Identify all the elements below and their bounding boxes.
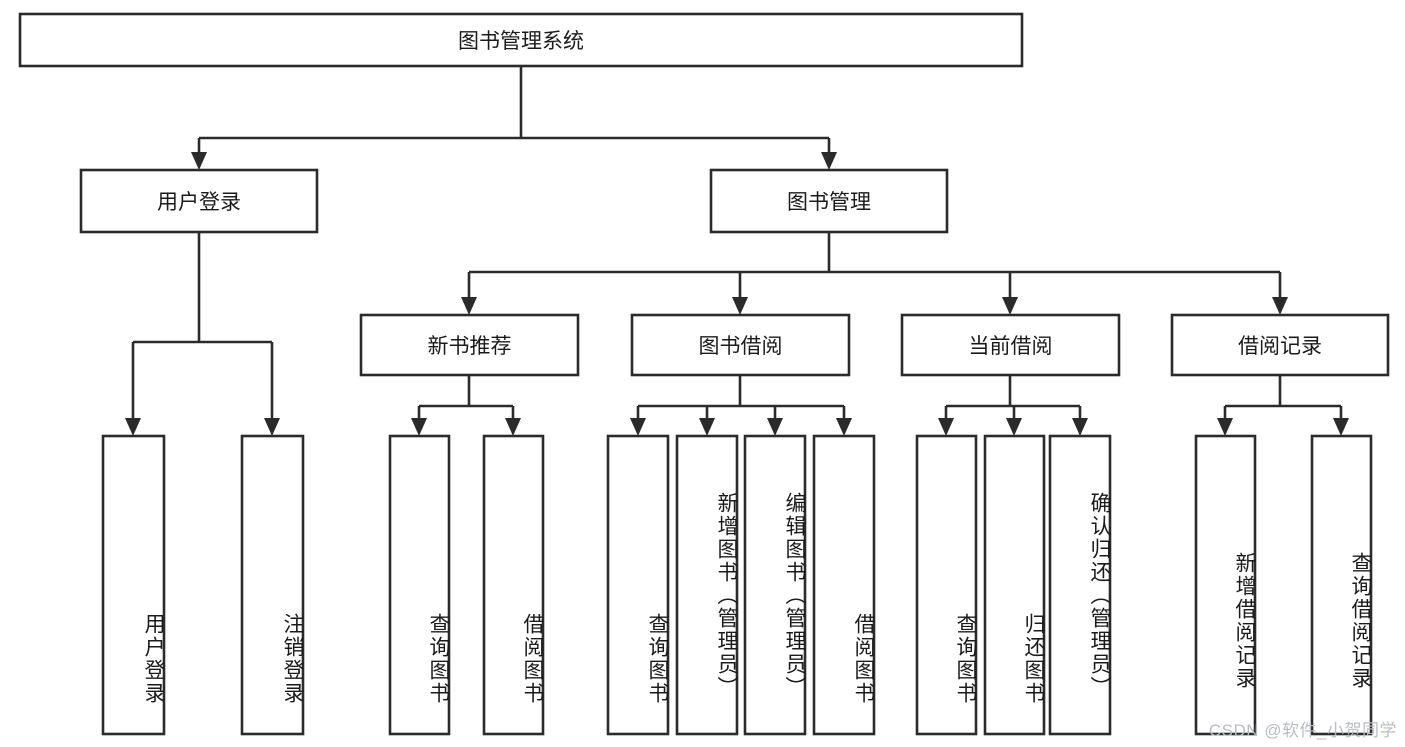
node-leaf-borrow-book-1[interactable] [482, 434, 545, 736]
connector-root-bus [197, 66, 831, 152]
arrow-to-borrow-record [1272, 297, 1288, 315]
connector-book-manage-bus [467, 232, 1282, 297]
arrow-to-new-book-rec [461, 297, 477, 315]
csdn-watermark: CSDN @软件_小贺同学 [1208, 721, 1397, 740]
arrow-to-leaf-edit-book [767, 418, 783, 436]
node-leaf-add-record[interactable] [1194, 434, 1257, 736]
arrow-to-leaf-add-record [1217, 418, 1233, 436]
arrow-to-leaf-query-record [1333, 418, 1349, 436]
node-leaf-query-book-1[interactable] [388, 434, 451, 736]
connector-borrow-record-bus [1223, 375, 1343, 418]
node-leaf-query-record[interactable] [1310, 434, 1373, 736]
node-leaf-edit-book[interactable] [743, 434, 807, 736]
arrow-to-current-borrow [1002, 297, 1018, 315]
node-leaf-query-book-2[interactable] [606, 434, 670, 736]
arrow-to-leaf-logout [264, 418, 280, 436]
arrow-to-leaf-query-book-3 [938, 418, 954, 436]
connector-user-login-bus [131, 232, 274, 418]
connector-new-book-rec-bus [417, 375, 515, 418]
arrow-to-book-borrow [732, 297, 748, 315]
node-box-group [18, 12, 1390, 736]
arrow-to-leaf-query-book-2 [630, 418, 646, 436]
arrow-to-leaf-borrow-book-1 [505, 418, 521, 436]
arrow-to-leaf-confirm-return [1072, 418, 1088, 436]
node-book-manage[interactable] [709, 168, 949, 234]
node-new-book-rec[interactable] [359, 313, 580, 377]
node-book-borrow[interactable] [630, 313, 851, 377]
arrow-to-book-manage [821, 152, 837, 170]
arrow-to-leaf-add-book [699, 418, 715, 436]
arrow-to-leaf-user-login [125, 418, 141, 436]
node-borrow-record[interactable] [1170, 313, 1390, 377]
arrow-to-user-login [191, 152, 207, 170]
node-leaf-query-book-3[interactable] [915, 434, 978, 736]
node-leaf-borrow-book-2[interactable] [812, 434, 876, 736]
node-leaf-user-login[interactable] [101, 434, 166, 736]
connector-group [125, 66, 1349, 436]
node-leaf-logout[interactable] [240, 434, 305, 736]
node-leaf-return-book[interactable] [983, 434, 1046, 736]
node-leaf-add-book[interactable] [675, 434, 739, 736]
node-leaf-confirm-return[interactable] [1048, 434, 1112, 736]
node-current-borrow[interactable] [900, 313, 1121, 377]
node-root[interactable] [18, 12, 1024, 68]
arrow-to-leaf-borrow-book-2 [836, 418, 852, 436]
arrow-to-leaf-query-book-1 [411, 418, 427, 436]
node-user-login[interactable] [79, 168, 319, 234]
arrow-to-leaf-return-book [1006, 418, 1022, 436]
connector-book-borrow-bus [636, 375, 846, 418]
connector-current-borrow-bus [944, 375, 1082, 418]
